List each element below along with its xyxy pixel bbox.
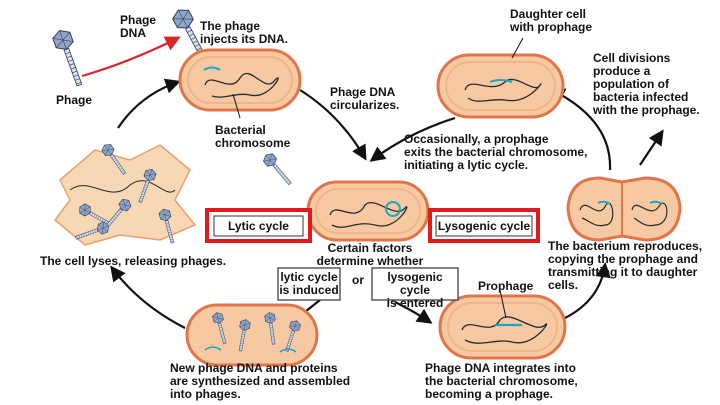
label-injects: The phage injects its DNA. (200, 19, 289, 46)
phage-icon (50, 27, 89, 89)
label-cell-divisions: Cell divisions produce a population of b… (593, 51, 700, 117)
label-phage: Phage (56, 93, 93, 107)
assembly-cell (185, 303, 319, 367)
bacterial-chromosome (204, 72, 279, 98)
label-certain-factors: Certain factors determine whether (316, 241, 424, 268)
daughter-prophage (489, 79, 513, 83)
circularized-cell (306, 180, 430, 242)
dividing-cell (566, 176, 682, 242)
infected-cell (178, 48, 302, 112)
daughter-chromosome (464, 79, 542, 102)
label-circularizes: Phage DNA circularizes. (330, 85, 400, 112)
label-lysogenic-cycle: Lysogenic cycle (437, 219, 531, 233)
floating-phage-icon (261, 150, 295, 188)
circular-phage-dna (385, 201, 401, 217)
arrow-prophage-exit (369, 116, 456, 162)
dividing-chromosome-left (579, 202, 614, 227)
cycle-arrows (110, 78, 664, 329)
label-lytic-cycle: Lytic cycle (228, 219, 289, 233)
label-lytic-induced: lytic cycle is induced (279, 270, 339, 297)
label-bacterium-reproduces: The bacterium reproduces, copying the pr… (548, 239, 703, 292)
lysogenic-entered-box (371, 267, 459, 301)
arrow-lysis-to-infection (117, 78, 181, 129)
arrow-infection-to-circularize (299, 89, 367, 161)
arrow-reproduction-to-daughter (549, 88, 612, 171)
label-phage-dna: Phage DNA (120, 13, 157, 40)
injection-arrow (81, 36, 181, 78)
label-bacterial-chromosome: Bacterial chromosome (215, 123, 291, 150)
label-lysogenic-entered: lysogenic cycle is entered (386, 270, 444, 310)
lytic-induced-box (277, 267, 341, 301)
label-daughter-cell: Daughter cell with prophage (510, 7, 592, 34)
lysogenic-cell (438, 294, 567, 360)
label-prophage: Prophage (478, 279, 534, 293)
label-new-phage-dna: New phage DNA and proteins are synthesiz… (170, 361, 351, 401)
lysogenic-chromosome (461, 316, 548, 344)
label-cell-lyses: The cell lyses, releasing phages. (40, 254, 227, 268)
arrow-assembly-to-lysis (110, 265, 186, 329)
injected-phage-dna (203, 66, 221, 71)
lysed-cell (53, 141, 197, 246)
label-integrates: Phage DNA integrates into the bacterial … (425, 361, 578, 401)
dividing-chromosome-right (631, 202, 668, 227)
arrow-integration-to-reproduction (564, 261, 611, 319)
label-or: or (352, 273, 364, 287)
label-prophage-exits: Occasionally, a prophage exits the bacte… (404, 132, 588, 172)
arrow-cell-divisions (639, 129, 664, 166)
center-chromosome (329, 202, 408, 228)
arrow-to-lysogenic-branch (394, 301, 433, 324)
leader-lines (232, 37, 524, 319)
daughter-cell (436, 53, 565, 119)
